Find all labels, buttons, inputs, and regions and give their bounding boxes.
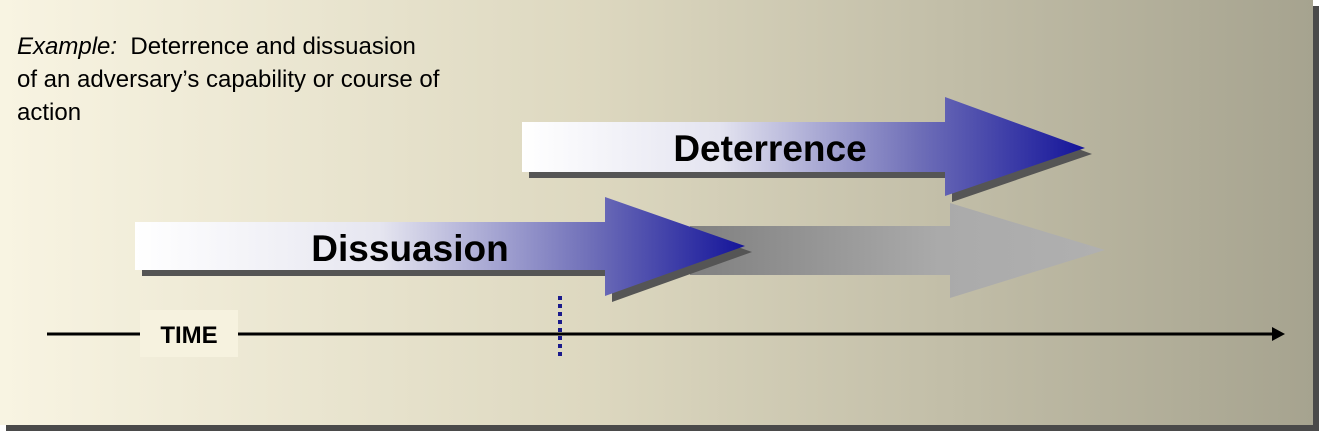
caption-line3: action — [17, 99, 82, 126]
time-label-box — [140, 310, 238, 357]
dissuasion-arrow — [135, 197, 745, 296]
time-label: TIME — [160, 322, 217, 349]
deterrence-label: Deterrence — [673, 128, 866, 169]
ghost-arrow — [690, 203, 1105, 298]
caption-lead: Example: — [17, 33, 118, 60]
caption-text: Deterrence and dissuasion — [130, 33, 416, 60]
deterrence-arrow — [522, 97, 1085, 196]
dissuasion-label: Dissuasion — [311, 228, 508, 269]
caption-line2: of an adversary’s capability or course o… — [17, 66, 440, 93]
timeline-arrowhead — [1272, 327, 1285, 341]
example-caption: Example: Deterrence and dissuasion of an… — [17, 30, 577, 129]
